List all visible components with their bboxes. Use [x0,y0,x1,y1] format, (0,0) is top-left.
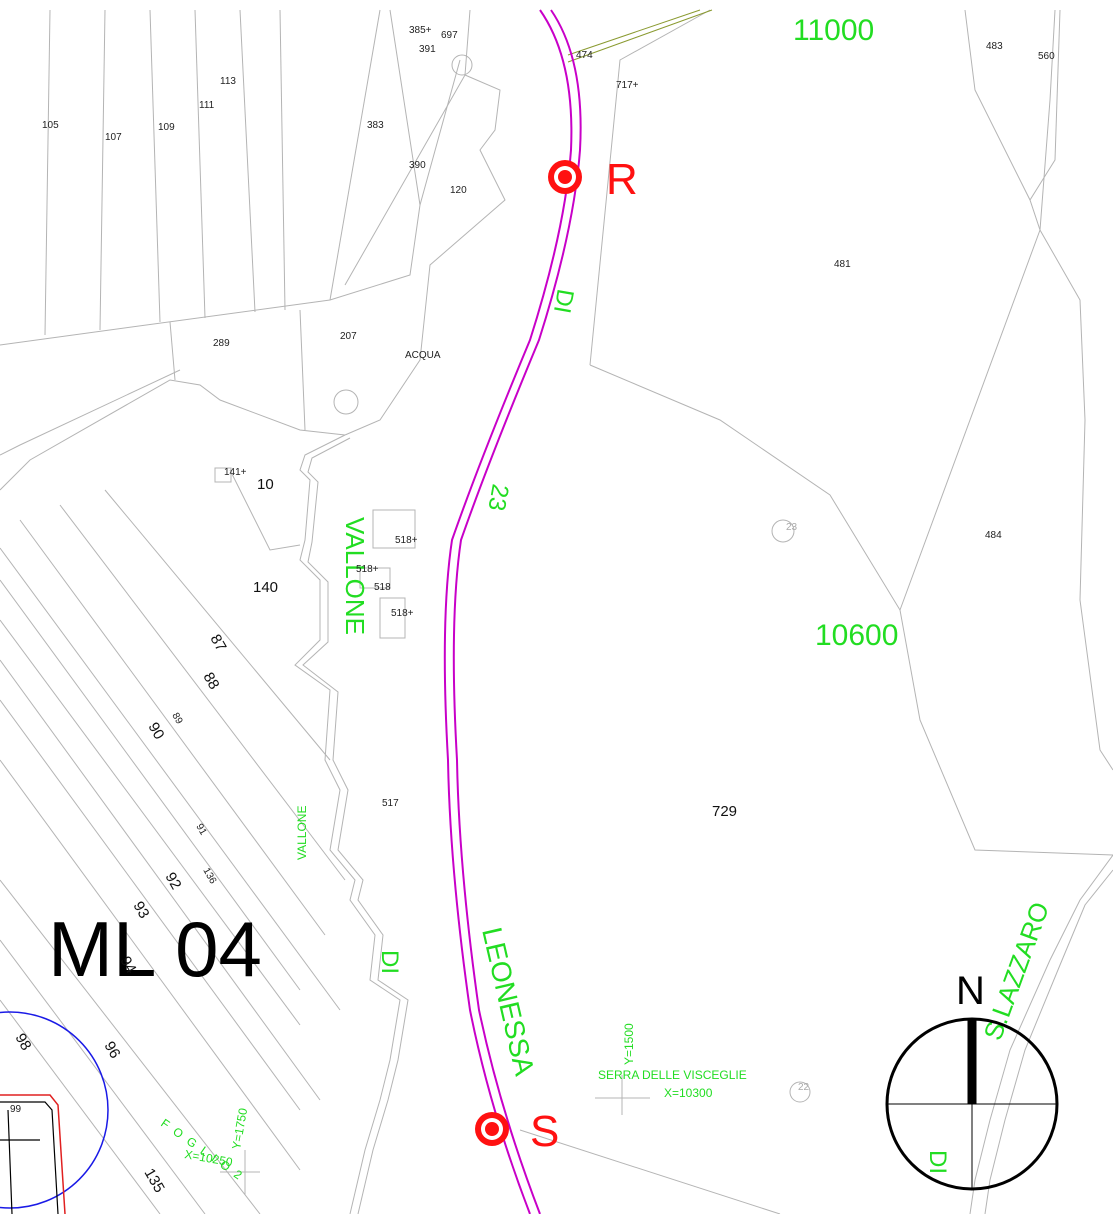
parcel-518b: 518+ [356,564,379,575]
black-boundary [0,1101,59,1214]
parcel-96: 96 [101,1039,124,1062]
stream-label-vallone-small: VALLONE [295,806,309,860]
contour-label-11000: 11000 [793,14,874,47]
parcel-717: 717+ [616,80,639,91]
parcel-88: 88 [200,670,223,693]
north-arrow [885,1017,1059,1191]
point-s-marker[interactable] [475,1112,509,1146]
parcel-207: 207 [340,331,357,342]
parcel-10: 10 [257,476,274,493]
sheet-id: ML 04 [48,905,262,993]
parcel-474: 474 [576,50,593,61]
parcel-517: 517 [382,798,399,809]
point-r-label: R [606,155,638,204]
road-label-di: DI [548,287,579,315]
parcel-120: 120 [450,185,467,196]
parcel-481: 481 [834,259,851,270]
stream-label-di: DI [376,950,403,974]
parcel-136: 136 [200,866,218,886]
parcel-113: 113 [220,76,236,87]
parcel-89: 89 [169,711,184,727]
parcel-483: 483 [986,41,1003,52]
parcel-98: 98 [12,1031,35,1054]
parcel-90: 90 [145,720,168,743]
acqua-label: ACQUA [405,350,441,361]
parcel-94: 94 [117,954,140,977]
parcel-140: 140 [253,579,278,596]
parcel-560: 560 [1038,51,1055,62]
parcel-111: 111 [199,100,215,111]
parcel-383: 383 [367,120,384,131]
stream-label-vallone: VALLONE [340,517,370,635]
red-boundary [0,1094,66,1214]
road-label-leonessa: LEONESSA [476,924,540,1078]
road-label-23: 23 [482,482,513,513]
parcel-99: 99 [10,1104,22,1115]
parcel-numbers: 105 107 109 111 113 383 390 120 391 385+… [10,25,1055,1196]
parcel-141: 141+ [224,467,247,478]
parcel-93: 93 [130,899,153,922]
grid-x-10300: X=10300 [664,1086,713,1100]
parcel-91: 91 [193,822,208,838]
contour-label-10600: 10600 [815,619,898,652]
north-label: N [956,969,985,1013]
locality-label: SERRA DELLE VISCEGLIE [598,1068,747,1082]
blue-circle [0,1011,109,1209]
grid-y-1500: Y=1500 [622,1023,636,1065]
parcel-135: 135 [141,1166,168,1196]
point-r-marker[interactable] [548,160,582,194]
parcel-87: 87 [207,632,230,655]
parcel-518a: 518+ [395,535,418,546]
road-leonessa [443,9,582,1214]
parcel-391: 391 [419,44,436,55]
road-label-lazzaro-di: DI [924,1150,951,1174]
parcel-22: 22 [798,1082,810,1093]
point-s-label: S [530,1107,559,1156]
parcel-92: 92 [162,870,185,893]
parcel-boundaries [0,9,1113,1214]
grid-y-1750: Y=1750 [229,1107,250,1151]
parcel-23: 23 [786,522,798,533]
parcel-518c: 518 [374,582,391,593]
parcel-697: 697 [441,30,458,41]
parcel-289: 289 [213,338,230,349]
parcel-518d: 518+ [391,608,414,619]
parcel-385: 385+ [409,25,432,36]
parcel-729: 729 [712,803,737,820]
parcel-390: 390 [409,160,426,171]
parcel-107: 107 [105,132,122,143]
parcel-484: 484 [985,530,1002,541]
parcel-109: 109 [158,122,175,133]
utility-lines [567,9,713,63]
parcel-105: 105 [42,120,59,131]
